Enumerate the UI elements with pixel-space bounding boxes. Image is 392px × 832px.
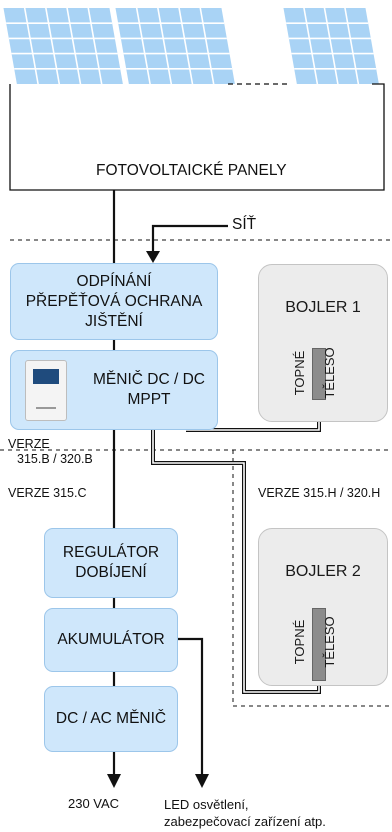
heating-element-1 [312, 348, 326, 400]
output-ac-label: 230 VAC [68, 796, 120, 811]
mppt-label: MPPT [127, 391, 171, 408]
disconnect-protection-box: ODPÍNÁNÍ PŘEPĚŤOVÁ OCHRANA JIŠTĚNÍ [10, 263, 218, 340]
boiler-1-label: BOJLER 1 [285, 299, 361, 316]
converter-device-icon [25, 360, 67, 421]
boiler2-feed-inner [152, 430, 320, 693]
heating-element-2 [312, 608, 326, 681]
panels-frame [9, 83, 385, 191]
panels-label: FOTOVOLTAICKÉ PANELY [96, 162, 287, 179]
version-h-label: VERZE 315.H / 320.H [258, 486, 381, 500]
heating-element-2-word-2: TĚLESO [322, 616, 337, 668]
charging-label: DOBÍJENÍ [75, 564, 147, 581]
converter-label: MĚNIČ DC / DC [93, 371, 205, 388]
heating-element-1-word-1: TOPNÉ [292, 350, 307, 396]
regulator-label: REGULÁTOR [62, 544, 160, 561]
boiler-1: BOJLER 1 [258, 264, 388, 422]
accumulator-box: AKUMULÁTOR [44, 608, 178, 672]
inverter-label: DC / AC MĚNIČ [55, 710, 167, 727]
solar-panel-icon [115, 8, 235, 84]
boiler-2-label: BOJLER 2 [285, 563, 361, 580]
version-c-label: VERZE 315.C [8, 486, 87, 500]
fuse-label: JIŠTĚNÍ [85, 312, 143, 330]
led-line [178, 637, 204, 775]
disconnect-label: ODPÍNÁNÍ [76, 272, 152, 290]
out-led-arrow [195, 774, 209, 788]
output-led-label-1: LED osvětlení, [164, 797, 249, 812]
grid-label: SÍŤ [232, 216, 257, 233]
surge-protection-label: PŘEPĚŤOVÁ OCHRANA [25, 292, 203, 310]
charge-regulator-box: REGULÁTOR DOBÍJENÍ [44, 528, 178, 598]
version-b-label-1: VERZE [8, 437, 50, 451]
accumulator-label: AKUMULÁTOR [57, 631, 165, 648]
heating-element-1-word-2: TĚLESO [322, 347, 337, 399]
output-led-label-2: zabezpečovací zařízení atp. [164, 814, 326, 829]
grid-arrow [146, 251, 160, 263]
solar-panel-icon [283, 8, 379, 84]
dc-ac-inverter-box: DC / AC MĚNIČ [44, 686, 178, 752]
out-ac-arrow [107, 774, 121, 788]
heating-element-2-word-1: TOPNÉ [292, 619, 307, 665]
grid-line [151, 224, 228, 252]
solar-panel-icon [3, 8, 123, 84]
version-b-label-2: 315.B / 320.B [17, 452, 93, 466]
